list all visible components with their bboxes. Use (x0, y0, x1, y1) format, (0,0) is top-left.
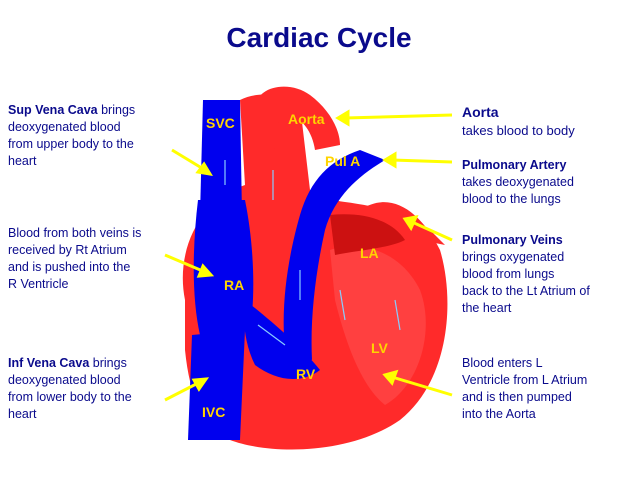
pul-a-label: Pul A (325, 153, 361, 169)
left-atrium (330, 214, 405, 255)
note-ivc-line: heart (8, 407, 37, 421)
svc-vessel (200, 100, 242, 215)
note-svc-bold: Sup Vena Cava (8, 103, 98, 117)
note-pa-heading: Pulmonary Artery (462, 158, 567, 172)
note-ivc-rest: brings (89, 356, 127, 370)
note-svc-line: deoxygenated blood (8, 120, 121, 134)
svc-label: SVC (206, 115, 235, 131)
note-aorta-heading: Aorta (462, 104, 499, 120)
note-lv-line: into the Aorta (462, 407, 536, 421)
note-svc-line: from upper body to the (8, 137, 134, 151)
ivc-label: IVC (202, 404, 226, 420)
note-svc: Sup Vena Cava brings deoxygenated blood … (8, 102, 135, 170)
right-atrium (193, 200, 254, 335)
left-ventricle (330, 246, 426, 405)
note-ra: Blood from both veins is received by Rt … (8, 225, 141, 293)
ra-label: RA (224, 277, 245, 293)
note-pa-line: blood to the lungs (462, 192, 561, 206)
flow-arrows (224, 160, 401, 346)
pulmonary-artery (283, 150, 385, 360)
note-ra-line: and is pushed into the (8, 260, 131, 274)
note-ivc-line: deoxygenated blood (8, 373, 121, 387)
note-pv-line: blood from lungs (462, 267, 555, 281)
page-title: Cardiac Cycle (226, 22, 412, 53)
note-ra-line: received by Rt Atrium (8, 243, 127, 257)
note-pa-line: takes deoxygenated (462, 175, 574, 189)
note-ivc: Inf Vena Cava brings deoxygenated blood … (8, 355, 132, 423)
note-pa: Pulmonary Artery takes deoxygenated bloo… (462, 157, 574, 208)
note-lv-line: Blood enters L (462, 356, 543, 370)
right-ventricle (243, 300, 320, 380)
note-pv: Pulmonary Veins brings oxygenated blood … (462, 232, 590, 317)
note-lv-line: Ventricle from L Atrium (462, 373, 588, 387)
aorta-vessel (255, 86, 340, 150)
note-lv: Blood enters L Ventricle from L Atrium a… (462, 355, 587, 423)
note-pv-heading: Pulmonary Veins (462, 233, 563, 247)
rv-label: RV (296, 366, 316, 382)
note-pv-line: brings oxygenated (462, 250, 565, 264)
note-ra-line: Blood from both veins is (8, 226, 142, 240)
note-ivc-bold: Inf Vena Cava (8, 356, 90, 370)
note-pv-line: the heart (462, 301, 512, 315)
note-svc-line: heart (8, 154, 37, 168)
note-aorta-sub: takes blood to body (462, 123, 575, 138)
note-svc-rest: brings (97, 103, 136, 117)
note-aorta: Aorta takes blood to body (462, 104, 575, 140)
pointer-arrows (164, 109, 453, 402)
note-lv-line: and is then pumped (462, 390, 572, 404)
la-label: LA (360, 245, 379, 261)
lv-label: LV (371, 340, 388, 356)
note-ra-line: R Ventricle (8, 277, 69, 291)
ivc-vessel (188, 330, 245, 440)
note-pv-line: back to the Lt Atrium of (462, 284, 590, 298)
note-ivc-line: from lower body to the (8, 390, 132, 404)
aorta-label: Aorta (288, 111, 325, 127)
